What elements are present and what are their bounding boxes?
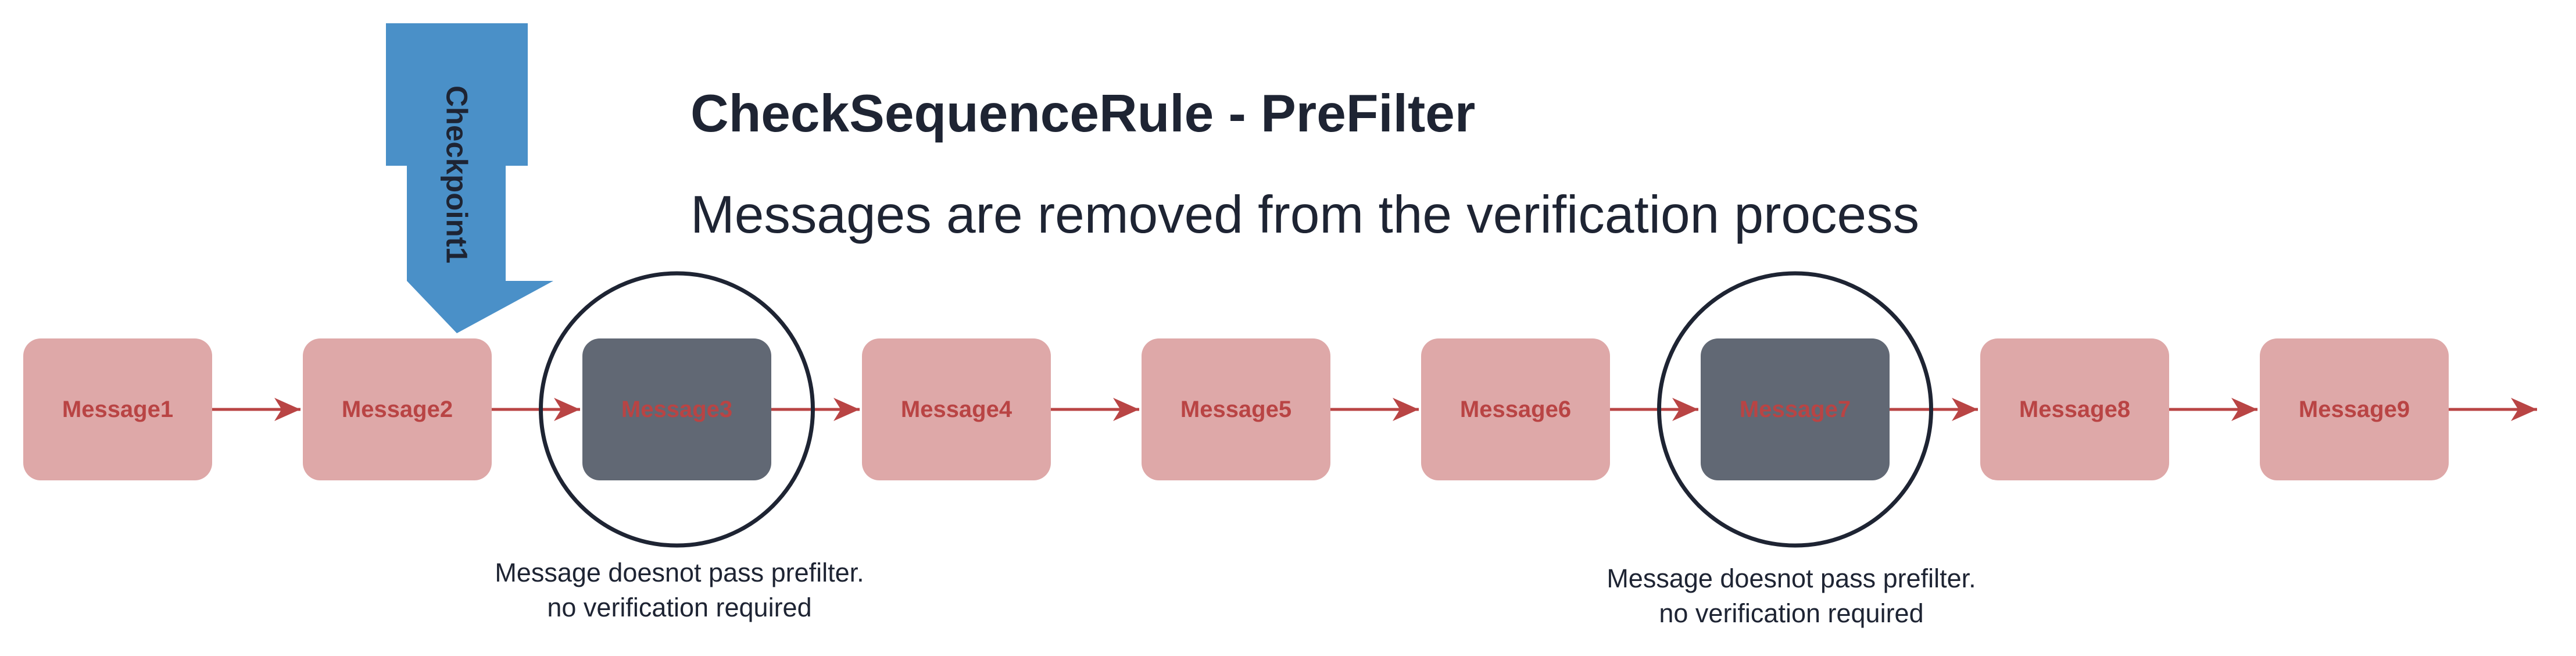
checkpoint-arrow-shape [386,23,553,333]
message-box-9: Message9 [2260,338,2449,480]
message-box-6-shape [1421,338,1610,480]
message-box-4: Message4 [862,338,1051,480]
prefilter-note-2: Message doesnot pass prefilter. no verif… [1607,564,1976,628]
message-box-5: Message5 [1142,338,1330,480]
message-box-9-shape [2260,338,2449,480]
message-label-7: Message7 [1740,397,1851,422]
message-label-3: Message3 [621,397,732,422]
message-box-1-shape [23,338,212,480]
prefilter-note-2-line1: Message doesnot pass prefilter. [1607,564,1976,593]
checkpoint-label: Checkpoint1 [441,85,474,263]
diagram-subtitle: Messages are removed from the verificati… [690,186,1919,244]
message-box-6: Message6 [1421,338,1610,480]
message-box-7: Message7 [1701,338,1890,480]
message-label-2: Message2 [342,397,453,422]
checkpoint-marker: Checkpoint1 [386,23,553,333]
message-box-2: Message2 [303,338,492,480]
message-label-8: Message8 [2019,397,2130,422]
message-box-2-shape [303,338,492,480]
message-label-4: Message4 [901,397,1012,422]
message-box-5-shape [1142,338,1330,480]
message-box-3: Message3 [582,338,771,480]
message-box-7-shape [1701,338,1890,480]
message-sequence: Message1 Message2 Message3 Message4 Message5… [23,338,2449,480]
message-label-6: Message6 [1460,397,1571,422]
prefilter-circle-3 [539,271,815,548]
message-label-9: Message9 [2299,397,2410,422]
message-box-1: Message1 [23,338,212,480]
message-box-4-shape [862,338,1051,480]
message-box-8: Message8 [1980,338,2169,480]
prefilter-highlights [539,271,1933,548]
prefilter-note-2-line2: no verification required [1659,598,1923,628]
message-box-8-shape [1980,338,2169,480]
prefilter-circle-7 [1657,271,1933,548]
diagram-title: CheckSequenceRule - PreFilter [690,84,1475,143]
prefilter-note-1: Message doesnot pass prefilter. no verif… [495,558,864,622]
message-box-3-shape [582,338,771,480]
message-label-5: Message5 [1180,397,1291,422]
message-label-1: Message1 [62,397,173,422]
prefilter-note-1-line2: no verification required [547,593,811,622]
prefilter-note-1-line1: Message doesnot pass prefilter. [495,558,864,587]
